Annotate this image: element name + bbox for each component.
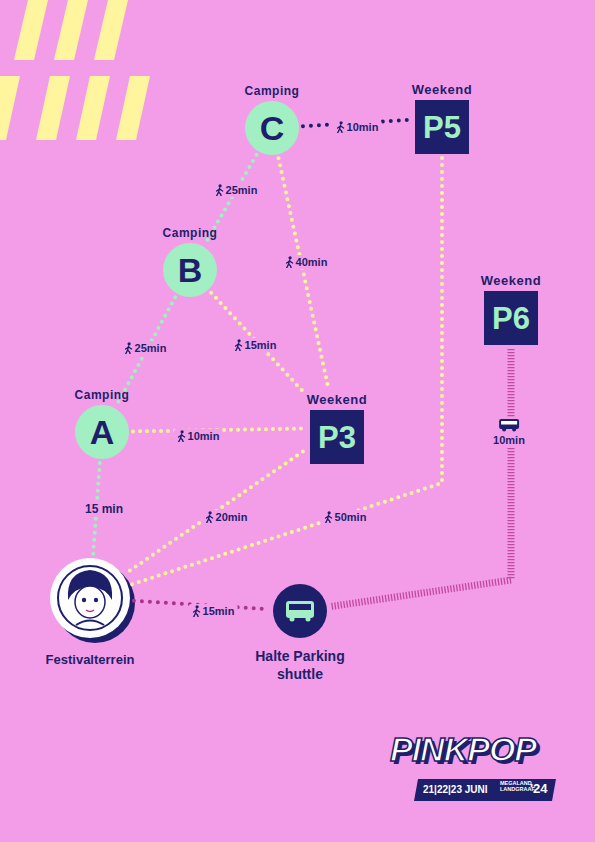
bus-window (289, 604, 311, 610)
walker-icon (177, 430, 186, 442)
stripe (14, 0, 48, 60)
park-node: WeekendP3 (307, 392, 367, 464)
camping-letter: C (260, 111, 285, 145)
place-name: Halte Parking shuttle (238, 648, 363, 683)
edge-label: 50min (321, 510, 370, 524)
date-text: '24 (530, 781, 548, 796)
duration-label: 25min (135, 342, 167, 354)
path-connector (331, 349, 511, 606)
camp-node: CampingB (163, 226, 218, 297)
edge-label: 20min (202, 510, 251, 524)
duration-label: 15 min (85, 502, 123, 516)
walker-icon (215, 184, 224, 196)
parking-heading: Weekend (481, 273, 541, 288)
path-connector (211, 293, 303, 392)
walker-icon (336, 121, 345, 133)
parking-heading: Weekend (307, 392, 367, 407)
duration-label: 15min (203, 605, 235, 617)
shuttle-stop (273, 584, 327, 638)
festival-illustration (50, 558, 135, 643)
edge-label: 10min (174, 429, 223, 443)
path-connector (279, 158, 329, 388)
park-node: WeekendP6 (481, 273, 541, 345)
date-bar (414, 779, 556, 801)
walker-icon (205, 511, 214, 523)
duration-label: 10min (493, 434, 525, 446)
edge-label: 15min (189, 604, 238, 618)
edge-label: 15 min (82, 501, 126, 517)
stripe (36, 76, 70, 140)
camping-letter: B (178, 253, 203, 287)
fest-node: Festivalterrein (46, 558, 135, 668)
camping-heading: Camping (163, 226, 218, 240)
edge-label: 10min (490, 417, 528, 447)
stripe-decoration (0, 0, 150, 140)
ring (58, 566, 122, 630)
stripe (0, 76, 20, 140)
park-node: WeekendP5 (412, 82, 472, 154)
bus-wheel (290, 617, 295, 622)
duration-label: 25min (226, 184, 258, 196)
eye (94, 598, 98, 602)
parking-code: P5 (423, 112, 461, 143)
duration-label: 15min (245, 339, 277, 351)
camping-heading: Camping (75, 388, 130, 402)
camping-heading: Camping (245, 84, 300, 98)
circle-shape (273, 584, 327, 638)
walker-icon (192, 605, 201, 617)
square-shape: P3 (310, 410, 364, 464)
badge (50, 558, 130, 638)
stop-circle (273, 584, 327, 638)
path-connector (126, 452, 303, 574)
parking-heading: Weekend (412, 82, 472, 97)
circle-shape: C (245, 101, 299, 155)
date-text: 21|22|23 JUNI (423, 784, 488, 795)
date-text: MEGALAND LANDGRAAF (500, 781, 530, 793)
bus-icon (498, 418, 520, 432)
camping-letter: A (90, 415, 115, 449)
parking-code: P3 (318, 422, 356, 453)
circle-shape (50, 558, 130, 638)
edge-label: 15min (231, 338, 280, 352)
face (75, 586, 105, 618)
duration-label: 20min (216, 511, 248, 523)
stripe (94, 0, 128, 60)
square-shape: P6 (484, 291, 538, 345)
circle-shape: B (163, 243, 217, 297)
eye (82, 598, 86, 602)
edge-label: 10min (333, 120, 382, 134)
walker-icon (285, 256, 294, 268)
walker-icon (234, 339, 243, 351)
square-shape: P5 (415, 100, 469, 154)
stripe (76, 76, 110, 140)
duration-label: 10min (188, 430, 220, 442)
edge-label: 25min (212, 183, 261, 197)
place-name: Festivalterrein (46, 652, 135, 668)
logo-text: PINKPOP (390, 730, 536, 769)
duration-label: 50min (335, 511, 367, 523)
bus-body (286, 601, 314, 618)
parking-code: P6 (492, 303, 530, 334)
halte-node: Halte Parking shuttle (238, 584, 363, 683)
stripe (116, 76, 150, 140)
duration-label: 10min (347, 121, 379, 133)
collar (76, 621, 104, 626)
edge-label: 25min (121, 341, 170, 355)
camp-node: CampingA (75, 388, 130, 459)
bus-wheel (306, 617, 311, 622)
camp-node: CampingC (245, 84, 300, 155)
stripe (54, 0, 88, 60)
mouth (86, 610, 94, 612)
walker-icon (324, 511, 333, 523)
edge-label: 40min (282, 255, 331, 269)
duration-label: 40min (296, 256, 328, 268)
walker-icon (124, 342, 133, 354)
logo-bar (414, 779, 556, 801)
circle-shape: A (75, 405, 129, 459)
path-connector (132, 158, 442, 584)
